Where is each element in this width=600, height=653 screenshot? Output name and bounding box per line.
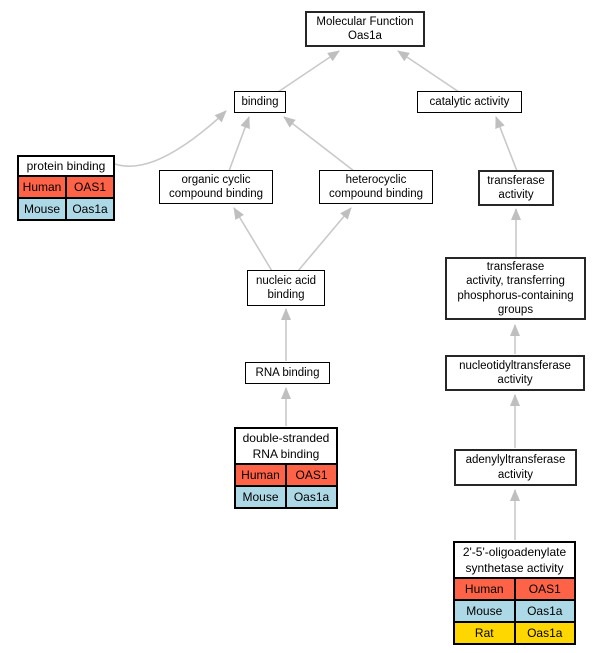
gene-cell: Oas1a (67, 199, 113, 219)
node-catalytic-activity: catalytic activity (417, 91, 522, 113)
species-cell: Human (236, 465, 287, 485)
node-heterocyclic-compound-binding: heterocyclic compound binding (319, 170, 433, 204)
species-cell: Human (455, 579, 516, 599)
node-organic-cyclic-compound-binding: organic cyclic compound binding (159, 170, 273, 204)
term-label: protein binding (19, 157, 113, 175)
annotation-row: Human OAS1 (19, 175, 113, 197)
node-nucleotidyltransferase-activity: nucleotidyltransferase activity (445, 355, 585, 391)
annotation-row: Human OAS1 (455, 577, 574, 599)
annotation-row: Mouse Oas1a (236, 485, 336, 507)
edge-binding-to-molecular-function (277, 50, 340, 93)
node-transferase-activity: transferase activity (478, 170, 554, 206)
annotation-row: Mouse Oas1a (455, 599, 574, 621)
annotation-row: Human OAS1 (236, 463, 336, 485)
edge-catalytic-activity-to-molecular-function (397, 50, 460, 93)
edge-organic-cyclic-to-binding (228, 116, 250, 172)
gene-cell: OAS1 (515, 579, 574, 599)
node-nucleic-acid-binding: nucleic acid binding (247, 270, 325, 306)
species-cell: Mouse (455, 601, 516, 621)
edge-protein-binding-to-binding (114, 110, 227, 167)
species-cell: Human (19, 177, 67, 197)
node-adenylyltransferase-activity: adenylyltransferase activity (454, 449, 577, 486)
node-molecular-function-oas1a: Molecular Function Oas1a (305, 11, 425, 47)
gene-cell: OAS1 (287, 465, 336, 485)
gene-cell: OAS1 (67, 177, 113, 197)
node-oligoadenylate-synthetase-activity: 2'-5'-oligoadenylate synthetase activity… (453, 541, 576, 645)
species-cell: Rat (455, 623, 516, 643)
edge-nucleic-acid-to-heterocyclic (297, 207, 352, 272)
gene-cell: Oas1a (515, 601, 574, 621)
edge-transferase-to-catalytic (495, 116, 518, 172)
term-label: double-stranded RNA binding (236, 429, 336, 463)
node-binding: binding (234, 91, 286, 113)
gene-cell: Oas1a (515, 623, 574, 643)
edge-heterocyclic-to-binding (283, 116, 355, 172)
annotation-row: Mouse Oas1a (19, 197, 113, 219)
edge-nucleic-acid-to-organic-cyclic (233, 207, 273, 272)
node-rna-binding: RNA binding (245, 362, 330, 384)
species-cell: Mouse (236, 487, 287, 507)
node-transferase-activity-phosphorus-groups: transferase activity, transferring phosp… (445, 257, 586, 320)
annotation-row: Rat Oas1a (455, 621, 574, 643)
node-double-stranded-rna-binding: double-stranded RNA binding Human OAS1 M… (234, 427, 338, 509)
term-label: 2'-5'-oligoadenylate synthetase activity (455, 543, 574, 577)
gene-cell: Oas1a (287, 487, 336, 507)
species-cell: Mouse (19, 199, 67, 219)
node-protein-binding: protein binding Human OAS1 Mouse Oas1a (17, 155, 115, 221)
